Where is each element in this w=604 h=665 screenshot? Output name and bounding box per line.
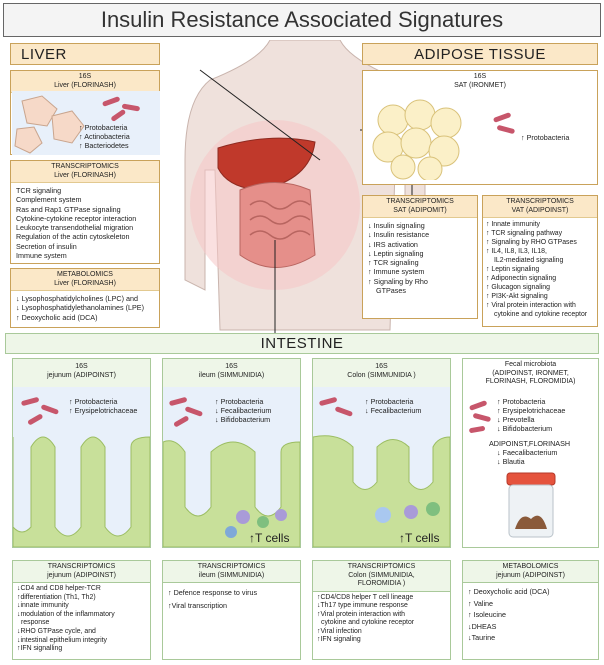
t-cell-icon — [225, 509, 287, 538]
villi-illustration — [313, 387, 450, 547]
adipose-sat-list: ↓ Insulin signaling ↓ Insulin resistance… — [368, 221, 430, 296]
adipose-16s-list: ↑ Protobacteria — [521, 133, 570, 142]
intestine-loops — [249, 200, 311, 240]
colon-16s-list: ↑ Protobacteria ↓ Fecalibacterium — [365, 397, 422, 415]
adipocyte-icon — [372, 99, 462, 180]
ileum-tcells-label: ↑T cells — [249, 531, 290, 545]
bacteria-icon — [319, 397, 353, 417]
adipose-header: ADIPOSE TISSUE — [362, 43, 598, 65]
t-cell-icon — [375, 502, 440, 523]
liver-16s-list: ↑ Protobacteria ↑ Actinobacteria ↑ Bacte… — [79, 123, 130, 150]
bacteria-icon — [169, 397, 203, 427]
fecal-list: ↑ Protobacteria ↑ Erysipelotrichaceae ↓ … — [497, 397, 566, 433]
villi-illustration — [163, 387, 300, 547]
liver-transcriptomics-list: TCR signaling Complement system Ras and … — [16, 186, 137, 261]
page-title: Insulin Resistance Associated Signatures — [3, 3, 601, 37]
villi-illustration — [13, 387, 150, 547]
jejunum-transcriptomics-list: ↓CD4 and CD8 helper-TCR ↑differentiation… — [17, 585, 115, 653]
ileum-16s-list: ↑ Protobacteria ↓ Fecalibacterium ↓ Bifi… — [215, 397, 272, 424]
stool-jar-icon — [506, 472, 556, 538]
ileum-transcriptomics-list: ↑ Defence response to virus ↑Viral trans… — [168, 588, 258, 610]
liver-header: LIVER — [10, 43, 160, 65]
jejunum-16s-list: ↑ Protobacteria ↑ Erysipelotrichaceae — [69, 397, 138, 415]
bacteria-icon — [469, 400, 491, 433]
hepatocyte-illustration — [12, 91, 160, 155]
intestine-header: INTESTINE — [5, 333, 599, 354]
jejunum-metabolomics-list: ↑ Deoxycholic acid (DCA) ↑ Valine ↑ Isol… — [468, 587, 550, 642]
intestine-icon — [239, 182, 316, 268]
liver-icon — [217, 137, 316, 191]
fecal-sub-list: ADIPOINST,FLORINASH ↓ Faecalibacterium ↓… — [489, 439, 571, 466]
bacteria-icon — [493, 112, 515, 134]
bacteria-icon — [102, 96, 140, 122]
liver-connector — [199, 69, 321, 161]
bacteria-icon — [21, 397, 59, 425]
liver-metabolomics-list: ↓ Lysophosphatidylcholines (LPC) and ↓ L… — [16, 294, 144, 322]
fecal-microbiota-panel: Fecal microbiota(ADIPOINST, IRONMET,FLOR… — [462, 358, 599, 548]
colon-transcriptomics-list: ↑CD4/CD8 helper T cell lineage ↓Th17 typ… — [317, 593, 415, 644]
colon-tcells-label: ↑T cells — [399, 531, 440, 545]
adipose-vat-list: ↑ Innate immunity ↑ TCR signaling pathwa… — [486, 221, 588, 318]
